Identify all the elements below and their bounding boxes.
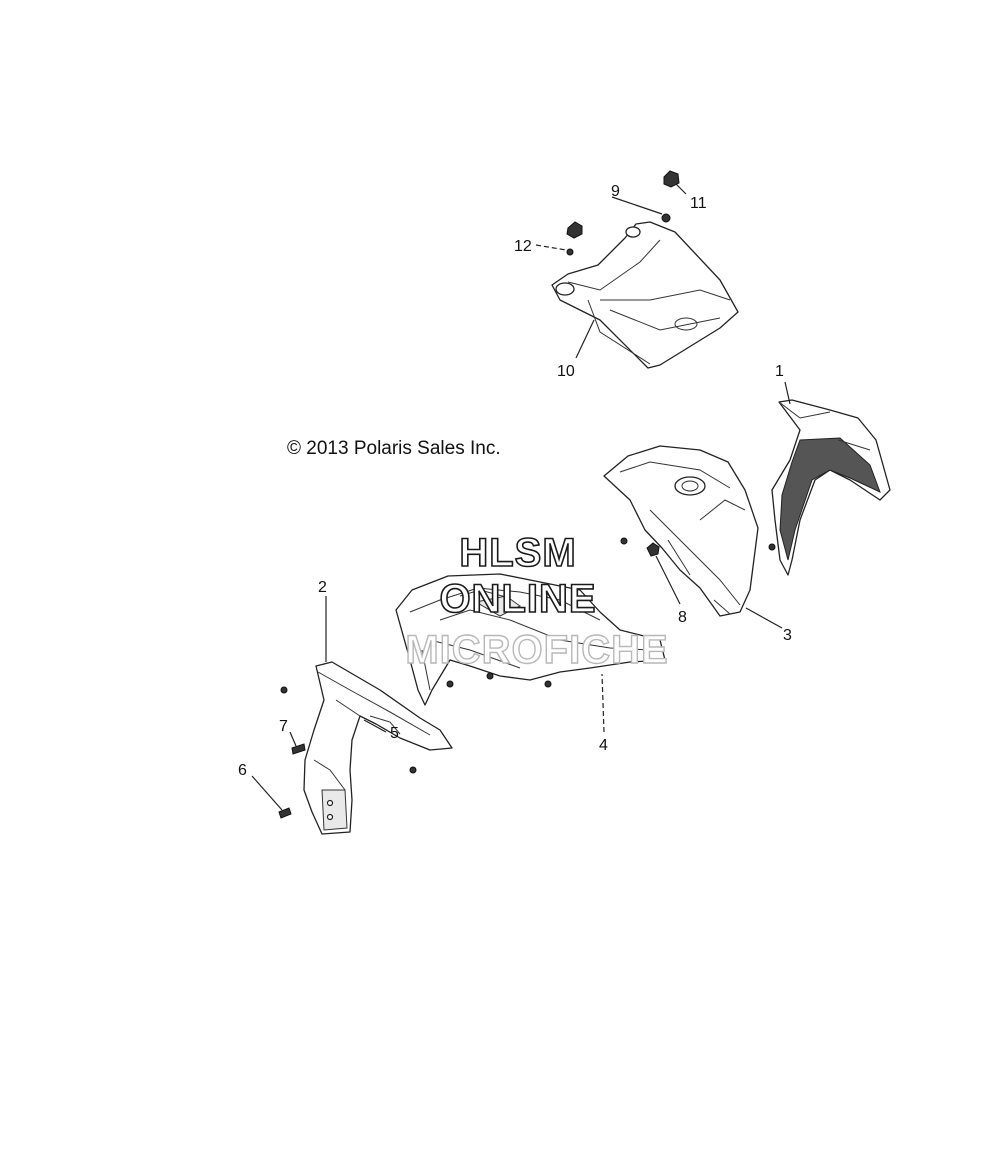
- leader-lines: [251, 183, 791, 811]
- fastener-7: [280, 686, 306, 755]
- part-3-fairing-panel: [603, 445, 759, 617]
- callout-4: 4: [599, 737, 608, 754]
- callout-8: 8: [678, 609, 687, 626]
- fastener-11: [663, 170, 680, 188]
- fastener-5: [409, 766, 417, 774]
- callout-5: 5: [390, 725, 399, 742]
- fastener-9: [661, 213, 671, 223]
- callout-labels: 1 2 3 4 5 6 7 8 9 10 11 12: [238, 183, 792, 779]
- callout-1: 1: [775, 363, 784, 380]
- fastener-12: [566, 221, 583, 256]
- watermark-line-3: MICROFICHE: [405, 628, 668, 672]
- part-2-front-fairing: [303, 661, 453, 835]
- callout-12: 12: [514, 238, 532, 255]
- part-10-cover-panel: [551, 221, 739, 369]
- callout-11: 11: [690, 195, 707, 212]
- part-4-lower-fairing: [395, 573, 666, 706]
- callout-7: 7: [279, 718, 288, 735]
- callout-9: 9: [611, 183, 620, 200]
- callout-2: 2: [318, 579, 327, 596]
- copyright-notice: © 2013 Polaris Sales Inc.: [287, 438, 501, 459]
- watermark-line-1: HLSM: [459, 531, 576, 575]
- callout-3: 3: [783, 627, 792, 644]
- fastener-8: [620, 537, 660, 557]
- watermark: HLSM ONLINE MICROFICHE: [405, 530, 669, 673]
- part-1-side-fairing: [768, 399, 891, 576]
- callout-6: 6: [238, 762, 247, 779]
- watermark-line-2: ONLINE: [439, 577, 596, 621]
- fastener-6: [278, 807, 292, 819]
- callout-10: 10: [557, 363, 575, 380]
